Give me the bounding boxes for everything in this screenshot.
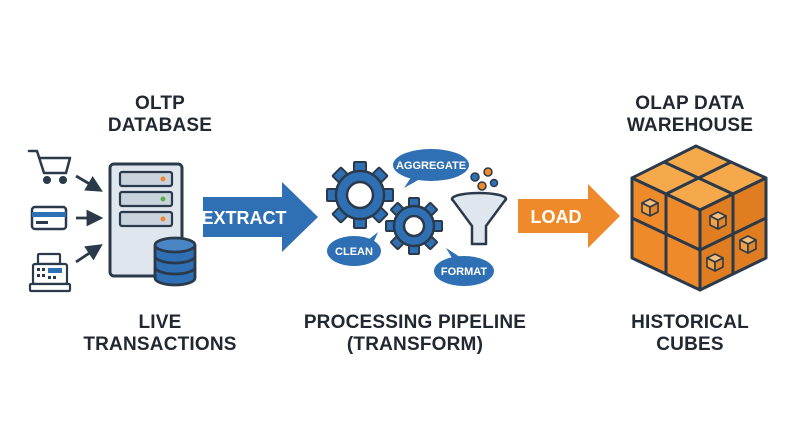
oltp-caption: LIVE TRANSACTIONS: [40, 312, 280, 356]
oltp-title: OLTP DATABASE: [60, 93, 260, 137]
shopping-cart-icon: [27, 149, 72, 185]
load-arrow: LOAD: [518, 184, 620, 248]
oltp-title-line-1: OLTP: [134, 93, 186, 114]
pipeline-caption: PROCESSING PIPELINE (TRANSFORM): [290, 312, 540, 356]
warehouse-title-line-1: OLAP DATA: [635, 93, 745, 114]
input-arrows: [75, 174, 104, 264]
aggregate-bubble: AGGREGATE: [393, 149, 469, 188]
warehouse-caption-line-1: HISTORICAL: [631, 312, 749, 333]
server-icon: [108, 162, 184, 278]
input-arrow-register: [75, 244, 103, 264]
extract-label: EXTRACT: [202, 208, 287, 228]
warehouse-caption: HISTORICAL CUBES: [590, 312, 790, 356]
large-gear-icon: [326, 161, 394, 229]
clean-label: CLEAN: [335, 246, 373, 258]
cube-box-icons: [641, 198, 757, 272]
format-label: FORMAT: [441, 266, 488, 278]
credit-card-icon: [30, 205, 68, 231]
warehouse-caption-line-2: CUBES: [656, 334, 724, 355]
cash-register-icon: [28, 252, 72, 293]
load-label: LOAD: [531, 207, 582, 227]
warehouse-title: OLAP DATA WAREHOUSE: [590, 93, 790, 137]
input-arrow-cart: [75, 174, 103, 192]
format-bubble: FORMAT: [434, 248, 494, 286]
small-gear-icon: [385, 197, 443, 255]
oltp-title-line-2: DATABASE: [107, 115, 213, 136]
oltp-caption-line-2: TRANSACTIONS: [83, 334, 237, 355]
pipeline-caption-line-1: PROCESSING PIPELINE: [303, 312, 527, 333]
clean-bubble: CLEAN: [327, 232, 381, 266]
extract-arrow: EXTRACT: [202, 182, 318, 252]
aggregate-label: AGGREGATE: [396, 160, 466, 172]
olap-cube-icon: [630, 144, 768, 292]
database-icon: [153, 236, 197, 287]
pipeline-caption-line-2: (TRANSFORM): [346, 334, 484, 355]
oltp-caption-line-1: LIVE: [138, 312, 182, 333]
warehouse-title-line-2: WAREHOUSE: [626, 115, 754, 136]
funnel-icon: [450, 167, 508, 246]
